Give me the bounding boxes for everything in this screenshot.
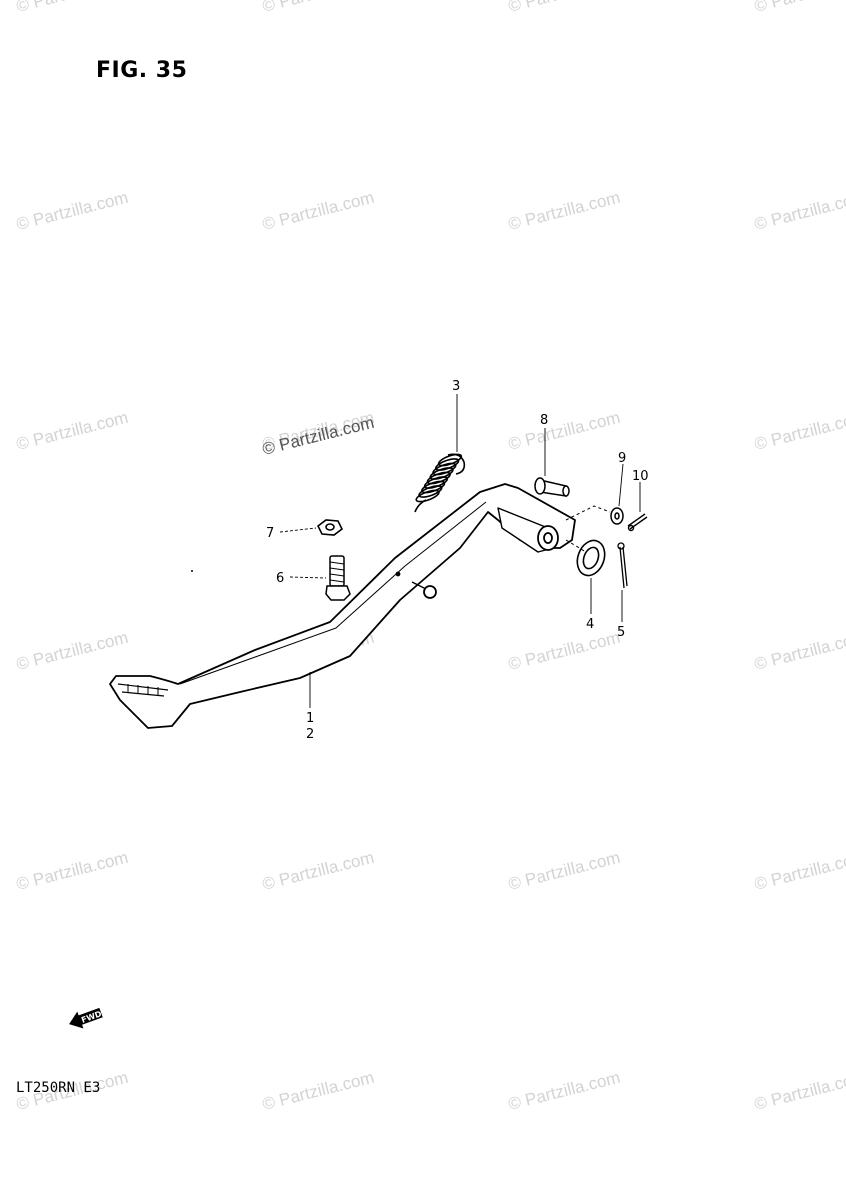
watermark: © Partzilla.com bbox=[752, 0, 846, 16]
watermark: © Partzilla.com bbox=[260, 0, 376, 16]
spring-coil bbox=[415, 489, 440, 503]
nut[interactable] bbox=[316, 519, 344, 536]
callout-3: 3 bbox=[452, 379, 460, 394]
watermark: © Partzilla.com bbox=[14, 408, 130, 454]
watermark: © Partzilla.com bbox=[260, 1068, 376, 1114]
watermark: © Partzilla.com bbox=[506, 188, 622, 234]
callout-4: 4 bbox=[586, 617, 594, 632]
pivot-bolt[interactable] bbox=[534, 477, 570, 497]
callout-8: 8 bbox=[540, 413, 548, 428]
watermark: © Partzilla.com bbox=[506, 408, 622, 454]
watermark: © Partzilla.com bbox=[260, 848, 376, 894]
watermark: © Partzilla.com bbox=[752, 188, 846, 234]
return-spring[interactable] bbox=[414, 452, 466, 513]
watermark: © Partzilla.com bbox=[260, 188, 376, 234]
callout-5: 5 bbox=[617, 625, 625, 640]
leader-lines bbox=[279, 394, 641, 708]
cotter-pin-small[interactable] bbox=[627, 513, 648, 532]
callout-7: 7 bbox=[266, 526, 274, 541]
watermark: © Partzilla.com bbox=[506, 0, 622, 16]
stray-dot bbox=[191, 570, 193, 572]
callout-1: 1 bbox=[306, 711, 314, 726]
watermark: © Partzilla.com bbox=[14, 188, 130, 234]
fwd-arrow-icon: FWD bbox=[69, 1007, 103, 1029]
watermark: © Partzilla.com bbox=[14, 628, 130, 674]
watermark: © Partzilla.com bbox=[506, 1068, 622, 1114]
figure-title: FIG. 35 bbox=[96, 58, 188, 83]
washer-large[interactable] bbox=[573, 537, 610, 580]
watermark: © Partzilla.com bbox=[506, 848, 622, 894]
callout-9: 9 bbox=[618, 451, 626, 466]
callout-10: 10 bbox=[632, 469, 649, 484]
model-code: LT250RN E3 bbox=[16, 1080, 101, 1096]
watermark: © Partzilla.com bbox=[752, 1068, 846, 1114]
watermark: © Partzilla.com bbox=[14, 0, 130, 16]
assembly-lines bbox=[565, 505, 611, 553]
watermark: © Partzilla.com bbox=[752, 848, 846, 894]
watermark: © Partzilla.com bbox=[14, 848, 130, 894]
fwd-label: FWD bbox=[80, 1009, 103, 1025]
adjuster-bolt[interactable] bbox=[325, 555, 351, 601]
watermark-prominent: © Partzilla.com bbox=[260, 413, 376, 459]
watermark: © Partzilla.com bbox=[752, 408, 846, 454]
watermark: © Partzilla.com bbox=[752, 628, 846, 674]
brake-pedal[interactable] bbox=[109, 483, 576, 729]
callout-6: 6 bbox=[276, 571, 284, 586]
cotter-pin-long[interactable] bbox=[617, 542, 628, 589]
watermark: © Partzilla.com bbox=[506, 628, 622, 674]
washer-small[interactable] bbox=[610, 507, 624, 525]
callout-2: 2 bbox=[306, 727, 314, 742]
